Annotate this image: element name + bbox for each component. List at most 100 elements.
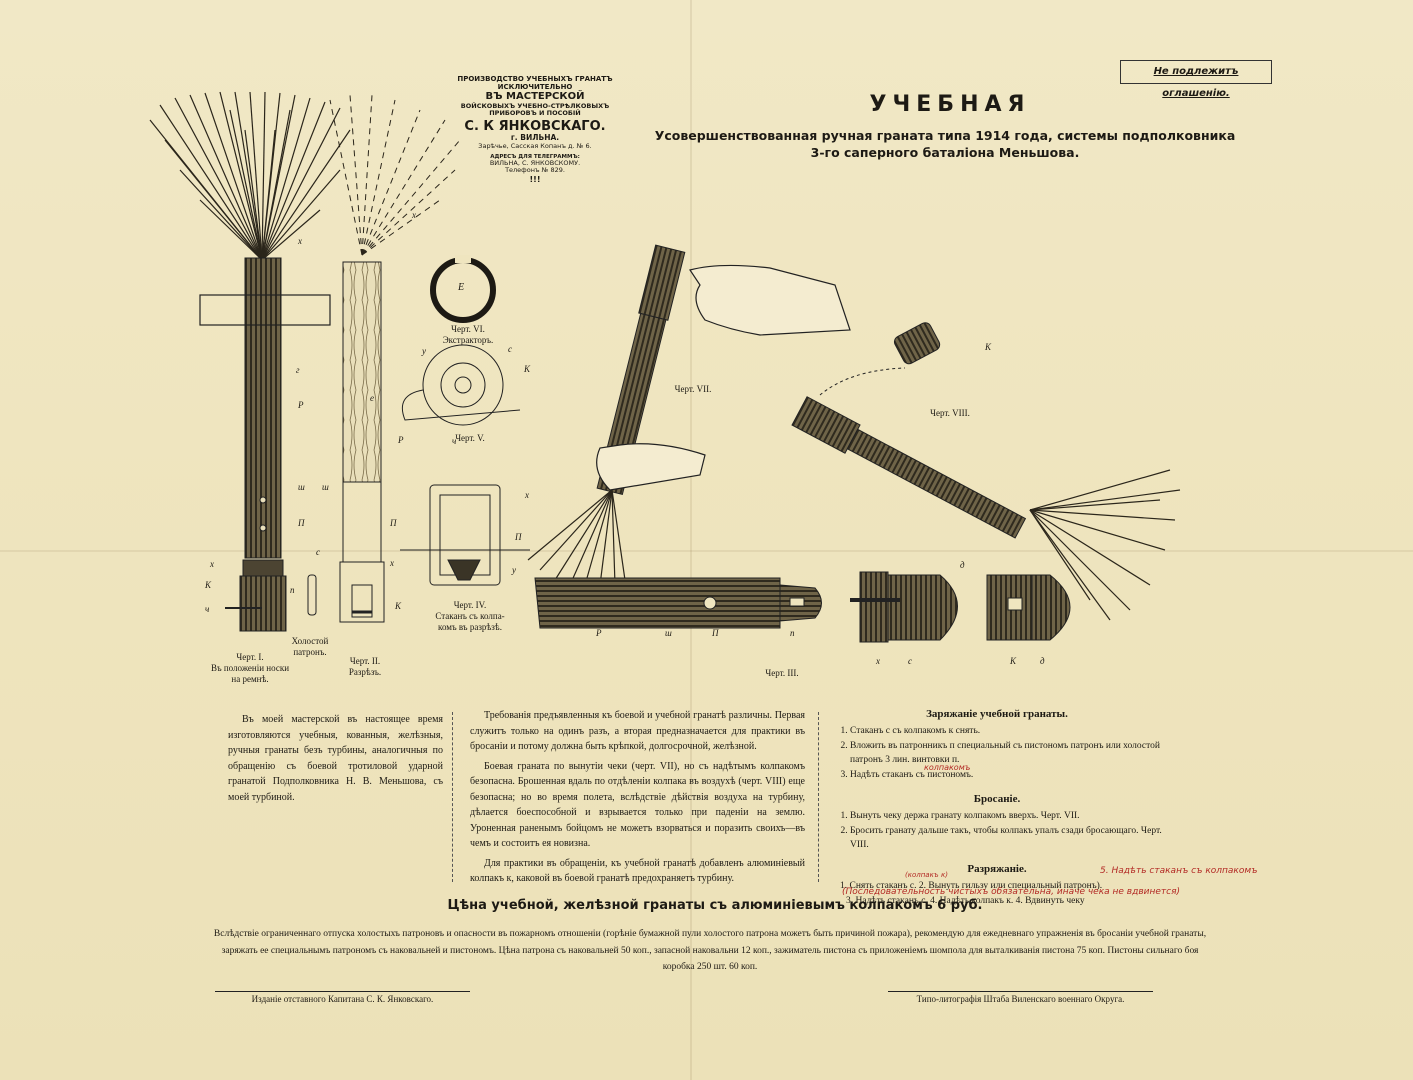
label-x-1: х [298,236,302,246]
label-d-1: д [960,560,965,570]
workshop-marks: !!! [529,174,541,184]
caption-fig-6: Черт. VI. Экстракторъ. [442,324,494,345]
label-d-2: д [1040,656,1045,666]
figure-8-drawing [791,322,1181,621]
workshop-city: г. ВИЛЬНА. [510,133,560,143]
column-divider-1 [452,712,454,882]
poster-subtitle-1: Усовершенствованная ручная граната типа … [654,128,1236,143]
throwing-title: Бросаніе. [973,792,1021,805]
label-p-3: П [515,532,522,542]
workshop-block: ПРОИЗВОДСТВО УЧЕБНЫХЪ ГРАНАТЪ ИСКЛЮЧИТЕЛ… [450,75,620,184]
discharging-line-2: 3. Надѣть стаканъ с. 4. Надѣть колпакъ к… [846,896,1085,907]
charging-item: Надѣть стаканъ съ пистономъ. [850,768,1162,783]
workshop-street: Зарѣчье, Сасская Копанъ д. № 6. [478,142,592,151]
label-n-2: п [790,628,795,638]
label-s-2: с [508,344,512,354]
workshop-tel-addr: ВИЛЬНА, С. ЯНКОВСКОМУ. [489,158,581,167]
label-ch-1: ч [205,604,210,614]
figure-7-drawing [527,244,851,586]
label-x-6: х [876,656,880,666]
label-x-3: х [412,210,416,220]
charging-list: Стаканъ с съ колпакомъ к снять. Вложить … [832,724,1162,783]
label-sh-2: ш [322,482,329,492]
label-s-1: с [316,547,320,557]
discharging-line-1: 1. Снять стаканъ с. 2. Вынуть гильзу или… [840,881,1103,892]
charging-item: Стаканъ с съ колпакомъ к снять. [850,724,1162,739]
fold-line-vertical [690,0,692,1080]
footer-left-rule [215,991,470,992]
figure-6-drawing [430,255,496,323]
label-sh-3: ш [665,628,672,638]
label-y-2: у [512,565,516,575]
label-x-2: х [210,559,214,569]
column-2-paragraph-1: Требованія предъявленныя къ боевой и уче… [470,710,805,752]
label-r-3: Р [596,628,602,638]
label-ee: Е [458,282,465,293]
column-divider-2 [818,712,820,882]
workshop-phone: Телефонъ № 829. [505,166,565,175]
label-ch-2: ч [452,436,457,446]
label-k-2: К [395,601,401,611]
handwritten-sequence-note: (Последовательность чистыхъ обязательна,… [842,887,1181,897]
charging-item: Вложить въ патронникъ п специальный съ п… [850,739,1162,768]
figure-2-drawing [307,94,461,623]
figure-3-drawing [534,571,1071,643]
column-1-text: Въ моей мастерской въ настоящее время из… [228,714,443,803]
workshop-name: С. К ЯНКОВСКАГО. [464,118,606,134]
label-sh-1: ш [298,482,305,492]
throwing-item: Бросить гранату дальше такъ, чтобы колпа… [850,824,1162,853]
footer-left: Изданіе отставного Капитана С. К. Янковс… [251,994,434,1004]
caption-fig-5: Черт. V. [455,433,485,443]
price-line: Цѣна учебной, желѣзной гранаты съ алюмин… [447,898,983,913]
workshop-line5: ПРИБОРОВЪ И ПОСОБІЙ [489,109,581,118]
label-n-1: п [290,585,295,595]
label-p-4: П [712,628,719,638]
caption-fig-8: Черт. VIII. [930,408,970,418]
charging-title: Заряжаніе учебной гранаты. [926,708,1068,720]
footer-right-rule [888,991,1153,992]
workshop-line4: ВОЙСКОВЫХЪ УЧЕБНО-СТРѢЛКОВЫХЪ [460,101,610,110]
caption-fig-2: Черт. II. Разрѣзъ. [348,656,382,677]
label-k-4: К [985,342,991,352]
label-k-5: К [1010,656,1016,666]
caption-fig-7: Черт. VII. [674,384,712,394]
bottom-note: Вслѣдствіе ограниченнаго отпуска холосты… [213,929,1207,973]
workshop-tel-label: АДРЕСЪ ДЛЯ ТЕЛЕГРАММЪ: [490,153,580,160]
column-3: Заряжаніе учебной гранаты. Стаканъ с съ … [832,708,1162,909]
workshop-line1: ПРОИЗВОДСТВО УЧЕБНЫХЪ ГРАНАТЪ [457,75,613,83]
caption-fig-4: Черт. IV. Стаканъ съ колпа- комъ въ разр… [435,600,505,632]
label-k-1: К [205,580,211,590]
secret-stamp: Не подлежитъ оглашенію. [1120,60,1272,99]
throwing-item: Вынуть чеку держа гранату колпакомъ ввер… [850,809,1162,824]
column-2-paragraph-2: Боевая граната по вынутіи чеки (черт. VI… [470,760,805,850]
label-x-4: х [390,558,394,568]
label-p-2: П [390,518,397,528]
fold-line-horizontal [0,550,1413,552]
figure-4-drawing [400,484,530,586]
label-r-2: Р [398,435,404,445]
charging-handwritten-note: колпакомъ [924,763,971,772]
label-g-1: г [296,365,300,375]
caption-fig-1: Черт. I. Въ положеніи носки на ремнѣ. [210,652,290,684]
poster-subtitle-2: 3-го саперного баталіона Меньшова. [810,145,1080,160]
label-s-3: с [908,656,912,666]
column-2-paragraph-3: Для практики въ обращеніи, къ учебной гр… [470,857,805,885]
column-2: Требованія предъявленныя къ боевой и уче… [470,708,805,887]
label-k-3: К [524,364,530,374]
label-e-1: е [370,393,374,403]
workshop-line2: ИСКЛЮЧИТЕЛЬНО [497,83,573,92]
handwritten-step-5: 5. Надѣть стаканъ съ колпакомъ [1100,866,1258,876]
poster-title: УЧЕБНАЯ [869,92,1031,117]
label-y-1: у [422,346,426,356]
label-p-1: П [298,518,305,528]
discharging-title: Разряжаніе. [967,863,1027,876]
figure-5-drawing [401,344,521,426]
label-x-5: х [525,490,529,500]
throwing-list: Вынуть чеку держа гранату колпакомъ ввер… [832,809,1162,853]
workshop-line3: ВЪ МАСТЕРСКОЙ [485,91,585,103]
footer-right: Типо-литографія Штаба Виленскаго военнаг… [916,994,1125,1004]
caption-cartridge: Холостой патронъ. [291,636,329,657]
caption-fig-3: Черт. III. [765,668,799,678]
